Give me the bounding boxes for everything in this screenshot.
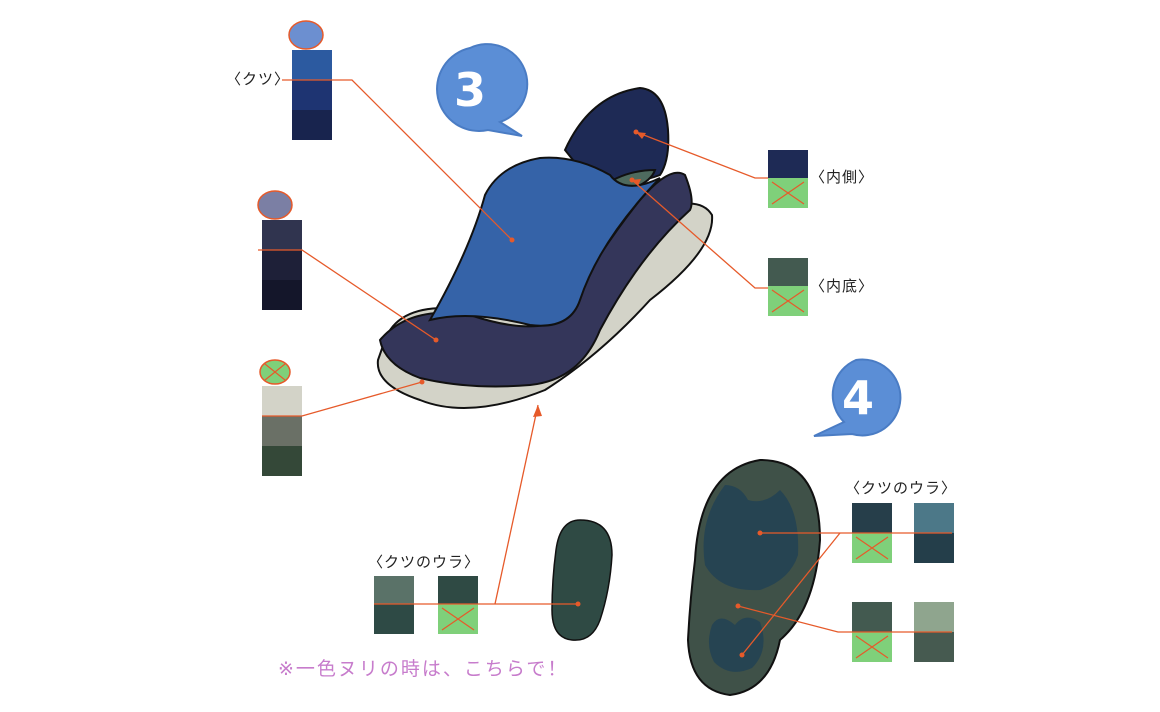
leader-midsole	[262, 381, 423, 417]
swatch-sole-mono-1a	[374, 576, 414, 604]
leader-arrowheads	[533, 132, 646, 417]
swatch-group-inner	[768, 150, 808, 208]
swatch-midsole-1	[262, 386, 302, 416]
swatch-group-midsole	[259, 359, 302, 476]
swatch-sole-mono-1b	[374, 604, 414, 634]
swatch-sole-base-2a	[914, 602, 954, 632]
badge-step-3-number: 3	[454, 63, 486, 117]
swatch-midsole-3	[262, 446, 302, 476]
swatch-midsole-2	[262, 416, 302, 446]
swatch-group-insole	[768, 258, 808, 316]
leader-upper	[282, 79, 513, 241]
swatch-sole-base-1a	[852, 602, 892, 632]
sole-heel-pad	[708, 617, 764, 672]
swatch-upper-2	[292, 80, 332, 110]
swatch-side-oval	[257, 190, 293, 220]
badge-step-3: 3	[436, 43, 529, 137]
badge-step-4: 4	[813, 358, 902, 437]
swatch-inner-1	[768, 150, 808, 178]
swatch-sole-pad-1a	[852, 503, 892, 533]
swatch-insole-1	[768, 258, 808, 286]
single-color-note: ※一色ヌリの時は、こちらで！	[278, 658, 569, 680]
leader-inner	[635, 131, 768, 179]
leader-sole-heel	[741, 532, 841, 656]
label-uchizoko: 〈内底〉	[810, 277, 875, 295]
leader-sole-to-shoe	[494, 404, 539, 605]
swatch-upper-3	[292, 110, 332, 140]
swatch-side-3	[262, 280, 302, 310]
sole-single-color	[551, 519, 613, 641]
label-uchigawa: 〈内側〉	[810, 168, 875, 186]
swatch-group-sole-mono	[374, 576, 478, 634]
leader-sole-base	[737, 605, 952, 633]
swatch-sole-pad-2a	[914, 503, 954, 533]
swatch-sole-base-2b	[914, 632, 954, 662]
swatch-group-sole-detail	[852, 503, 954, 662]
swatch-sole-mono-2a	[438, 576, 478, 604]
label-kutsu: 〈クツ〉	[226, 70, 291, 88]
shoe-illustration	[376, 86, 714, 409]
label-kutsu-no-ura-right: 〈クツのウラ〉	[845, 479, 958, 497]
shoe-side	[378, 171, 693, 388]
leader-side	[258, 249, 437, 341]
leader-insole	[631, 179, 768, 289]
shoe-upper	[427, 156, 661, 327]
sole-detail	[686, 458, 822, 697]
swatch-group-side	[257, 190, 302, 310]
swatch-side-2	[262, 250, 302, 280]
badge-step-4-number: 4	[842, 371, 874, 425]
swatch-upper-oval	[288, 20, 324, 50]
swatch-upper-1	[292, 50, 332, 80]
swatch-sole-pad-2b	[914, 533, 954, 563]
swatch-group-upper	[288, 20, 332, 140]
leader-lines	[258, 79, 952, 656]
sole-front-pad	[703, 485, 799, 591]
label-kutsu-no-ura-left: 〈クツのウラ〉	[368, 553, 481, 571]
swatch-side-1	[262, 220, 302, 250]
